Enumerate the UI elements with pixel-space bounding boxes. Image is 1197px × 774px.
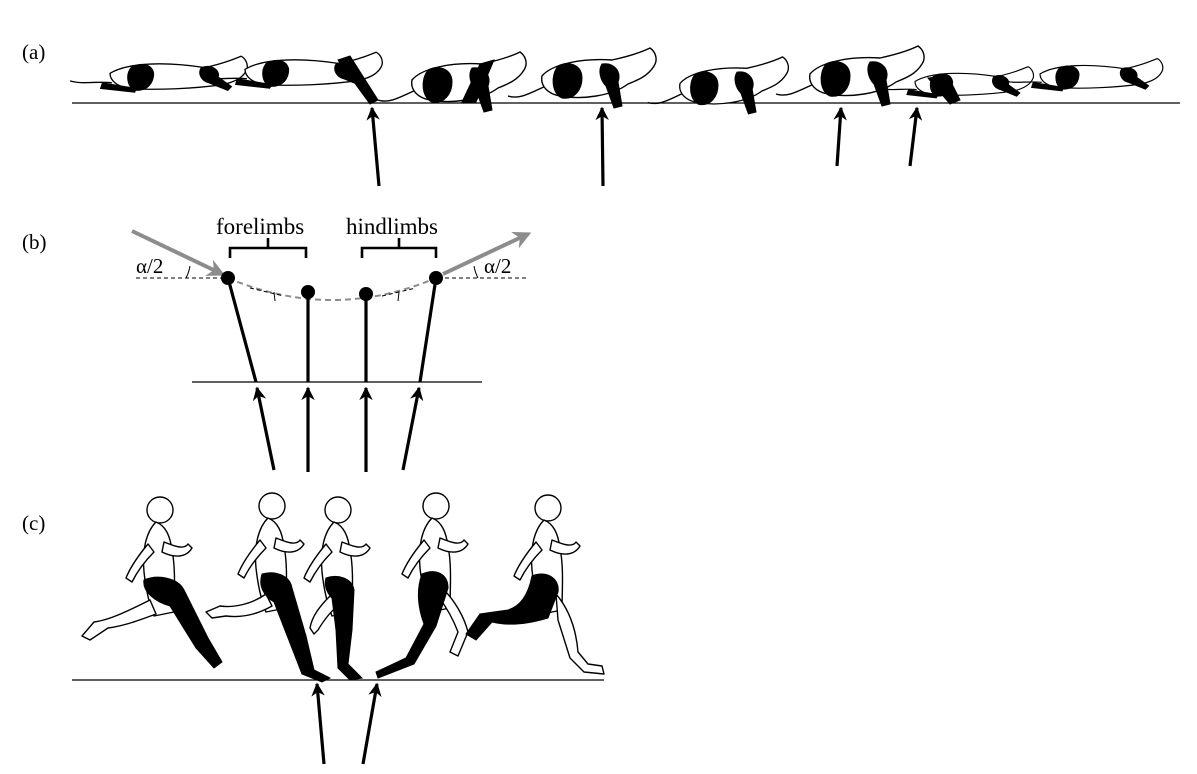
panel-b-label: (b) — [22, 230, 47, 254]
panel-a: (a) — [22, 40, 1180, 187]
limb-point-4 — [429, 271, 443, 285]
hindlimbs-bracket — [360, 238, 438, 258]
force-arrow-b1 — [252, 386, 276, 471]
tangent-tick-left — [273, 291, 276, 302]
angle-arc-left — [185, 265, 191, 279]
panel-a-label: (a) — [22, 40, 45, 64]
panel-b: (b) forelimbs hindlimbs α/2 α/2 — [22, 214, 532, 472]
runner-4 — [375, 492, 469, 679]
force-arrow-c1 — [311, 682, 326, 765]
forelimbs-label: forelimbs — [216, 214, 304, 239]
runner-2 — [205, 492, 332, 683]
runner-5 — [465, 494, 605, 675]
panel-c-label: (c) — [22, 511, 45, 535]
cat-4 — [507, 47, 657, 109]
force-arrow-b4 — [401, 386, 424, 471]
com-trajectory — [227, 277, 437, 301]
tangent-tick-right — [397, 291, 400, 302]
cat-3-foreleg — [461, 59, 495, 103]
cat-1 — [69, 55, 248, 93]
limb-point-2 — [301, 285, 315, 299]
tangent-dash-left — [249, 287, 285, 297]
runner-3 — [303, 496, 371, 681]
force-arrow-a3 — [833, 106, 847, 167]
runner-1 — [81, 496, 223, 669]
cat-5 — [647, 56, 790, 115]
velocity-out-arrow — [442, 231, 532, 276]
limb-point-1 — [221, 271, 235, 285]
force-arrow-c2 — [361, 682, 382, 765]
cat-7-leg — [927, 75, 961, 105]
force-arrow-a1 — [366, 106, 381, 187]
forelimbs-bracket — [228, 238, 308, 258]
panel-c: (c) — [22, 492, 605, 765]
angle-arc-right — [473, 265, 479, 279]
force-arrow-a2 — [595, 106, 609, 187]
angle-label-right: α/2 — [484, 254, 511, 278]
limb-point-3 — [359, 287, 373, 301]
velocity-in-arrow — [131, 229, 226, 276]
cat-2-foreleg — [337, 55, 379, 105]
leg-1 — [226, 277, 258, 383]
leg-4 — [418, 277, 438, 383]
cat-6 — [775, 45, 925, 107]
force-arrow-a4 — [908, 106, 923, 167]
angle-label-left: α/2 — [136, 254, 163, 278]
hindlimbs-label: hindlimbs — [346, 214, 438, 239]
